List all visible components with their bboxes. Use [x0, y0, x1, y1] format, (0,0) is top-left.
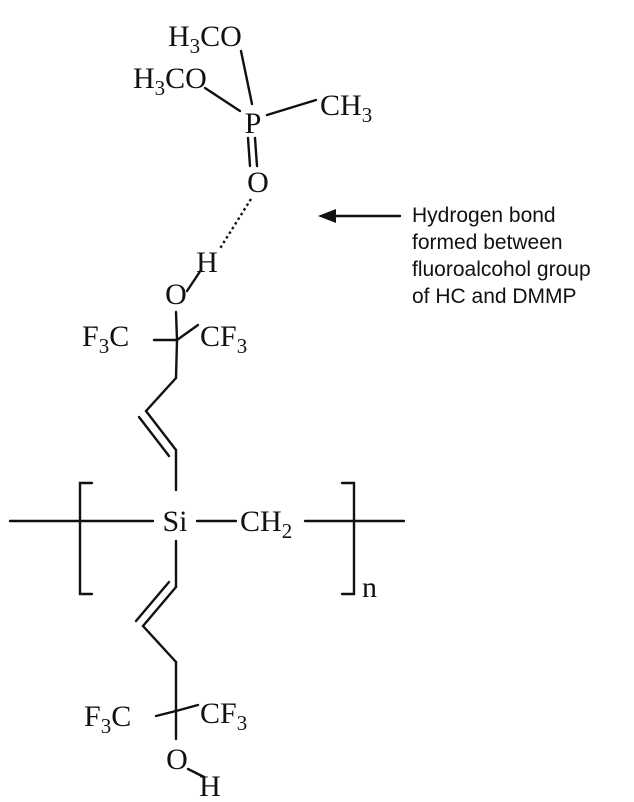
- trifluoromethyl-left-bottom: F3C: [84, 700, 131, 738]
- bond-p-methyl: [265, 98, 318, 117]
- methyl-group: CH3: [320, 89, 372, 127]
- bond-p-methoxy-top: [239, 49, 254, 106]
- bond-o-h-top: [185, 268, 203, 293]
- bond-p-methoxy-left: [203, 86, 242, 113]
- silicon-atom: Si: [162, 505, 187, 538]
- methoxy-group-top: H3CO: [168, 20, 242, 58]
- bond-p-o-double-2: [253, 136, 259, 168]
- phosphorus-atom: P: [245, 107, 262, 140]
- upper-fluoroalcohol-group: H O F3C CF3: [82, 246, 247, 492]
- methylene-group: CH2: [240, 505, 292, 543]
- repeat-bracket-left: [78, 481, 94, 596]
- dmmp-molecule: H3CO H3CO P CH3 O: [133, 20, 372, 199]
- bond-vinyl-double-bottom-2: [134, 580, 171, 623]
- bond-p-o-double-1: [246, 136, 252, 168]
- bond-ch-ch2-bottom: [141, 624, 178, 664]
- bond-vinyl-double-top-2: [137, 415, 171, 458]
- bond-c-cf3-right-bottom: [174, 703, 200, 713]
- bond-vinyl-double-bottom-1: [141, 585, 178, 628]
- annotation-line-2: formed between: [412, 231, 563, 254]
- bond-c-ch2-top: [174, 338, 179, 380]
- bond-c-cf3-left-bottom: [154, 709, 178, 718]
- annotation-line-4: of HC and DMMP: [412, 285, 577, 308]
- methoxy-group-left: H3CO: [133, 62, 207, 100]
- hydrogen-bond-dotted: [217, 198, 253, 251]
- bond-vinyl-double-top-1: [144, 409, 178, 452]
- repeat-bracket-right: [340, 481, 356, 596]
- phosphoryl-oxygen: O: [247, 166, 269, 199]
- annotation-arrow-head: [318, 209, 336, 223]
- lower-fluoroalcohol-group: F3C CF3 O H: [84, 539, 247, 802]
- bond-c-o-top: [174, 310, 179, 342]
- repeat-index: n: [362, 571, 377, 604]
- hydroxyl-oxygen-bottom: O: [166, 743, 188, 776]
- annotation-line-1: Hydrogen bond: [412, 204, 556, 227]
- hydrogen-bond-annotation: Hydrogen bond formed between fluoroalcoh…: [318, 204, 591, 308]
- trifluoromethyl-left-top: F3C: [82, 320, 129, 358]
- trifluoromethyl-right-top: CF3: [200, 320, 247, 358]
- hydroxyl-oxygen-top: O: [165, 278, 187, 311]
- hydroxyl-hydrogen-bottom: H: [199, 770, 221, 802]
- annotation-line-3: fluoroalcohol group: [412, 258, 591, 281]
- polymer-backbone: Si CH2 n: [8, 481, 406, 604]
- bond-o-h-bottom: [186, 767, 206, 779]
- bond-c-cf3-right-top: [175, 323, 200, 342]
- bond-ch2-ch-top: [144, 376, 178, 413]
- trifluoromethyl-right-bottom: CF3: [200, 697, 247, 735]
